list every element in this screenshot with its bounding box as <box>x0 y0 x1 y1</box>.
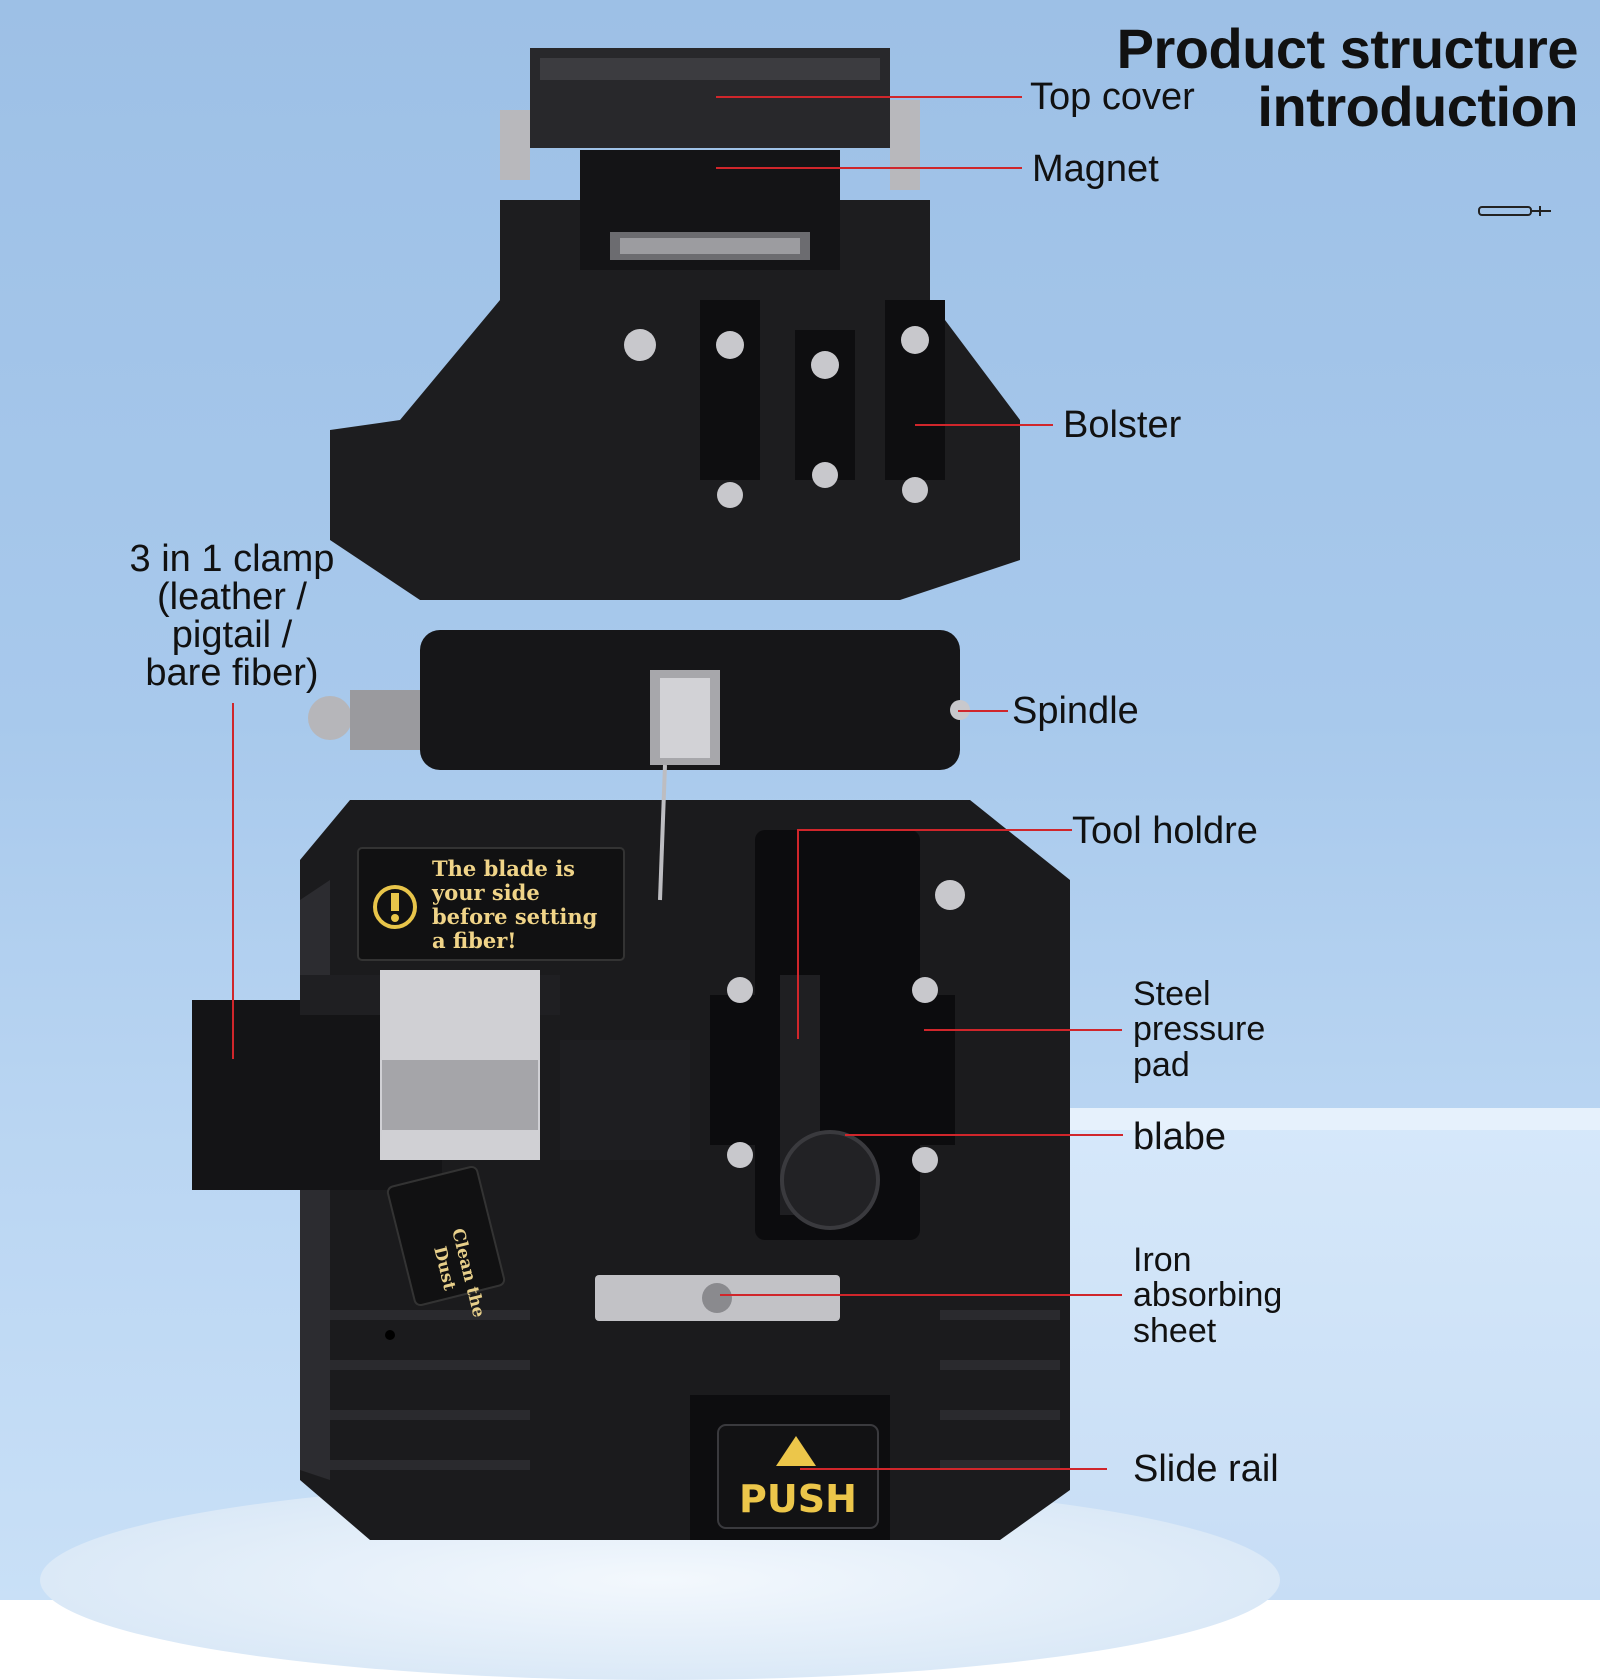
backdrop-shelf-edge <box>1000 1108 1600 1130</box>
label-clamp-line-3: pigtail / <box>171 614 293 656</box>
fiber-cleaver-illustration: The blade is your side before setting a … <box>192 48 1070 1540</box>
label-clamp-line-1: 3 in 1 clamp <box>129 538 335 580</box>
label-blade: blabe <box>1133 1116 1226 1158</box>
bolster-pads <box>624 300 945 508</box>
label-steel-pad-line-1: Steel <box>1133 975 1211 1013</box>
label-iron-sheet-line-1: Iron <box>1133 1241 1192 1279</box>
blade-leader <box>845 1134 1123 1136</box>
label-top-cover: Top cover <box>1030 76 1195 118</box>
clamp-leader <box>232 703 234 1059</box>
warning-line-1: The blade is <box>432 856 575 881</box>
label-iron-sheet: Iron absorbing sheet <box>1133 1241 1283 1350</box>
label-tool-holder: Tool holdre <box>1072 810 1258 852</box>
magnet-leader <box>716 167 1022 169</box>
warning-line-2: your side <box>431 880 540 905</box>
warning-label: The blade is your side before setting a … <box>357 847 625 961</box>
fiber-cleaver-icon <box>1478 206 1551 216</box>
label-spindle: Spindle <box>1012 690 1139 732</box>
push-slider: PUSH <box>690 1395 890 1540</box>
push-label: PUSH <box>739 1477 857 1521</box>
dust-label: Clean the Dust <box>386 1165 506 1320</box>
warning-line-4: a fiber! <box>432 928 517 953</box>
label-clamp-line-4: bare fiber) <box>145 652 319 694</box>
top-cover-leader <box>716 96 1022 98</box>
tool-holder-leader-h <box>797 829 1072 831</box>
hinge-assembly <box>308 630 970 901</box>
label-clamp: 3 in 1 clamp (leather / pigtail / bare f… <box>92 540 372 692</box>
bolster-leader <box>915 424 1053 426</box>
label-slide-rail: Slide rail <box>1133 1448 1279 1490</box>
warning-line-3: before setting <box>432 904 598 929</box>
label-steel-pad: Steel pressure pad <box>1133 975 1266 1084</box>
title-line-2: introduction <box>1257 75 1578 138</box>
label-clamp-line-2: (leather / <box>157 576 307 618</box>
label-bolster: Bolster <box>1063 404 1182 446</box>
slide-rail-leader <box>800 1468 1107 1470</box>
upper-cover <box>330 48 1020 600</box>
title-line-1: Product structure <box>1116 17 1579 80</box>
tool-holder-leader-v <box>797 829 799 1039</box>
label-steel-pad-line-2: pressure <box>1133 1010 1266 1049</box>
steel-pad-leader <box>924 1029 1122 1031</box>
blade-holder <box>710 830 965 1240</box>
label-iron-sheet-line-3: sheet <box>1133 1311 1217 1350</box>
label-steel-pad-line-3: pad <box>1133 1045 1190 1084</box>
label-magnet: Magnet <box>1032 148 1159 190</box>
label-iron-sheet-line-2: absorbing <box>1133 1276 1283 1315</box>
iron-sheet-leader <box>720 1294 1122 1296</box>
iron-absorbing-sheet <box>595 1275 840 1321</box>
spindle-leader <box>958 710 1008 712</box>
